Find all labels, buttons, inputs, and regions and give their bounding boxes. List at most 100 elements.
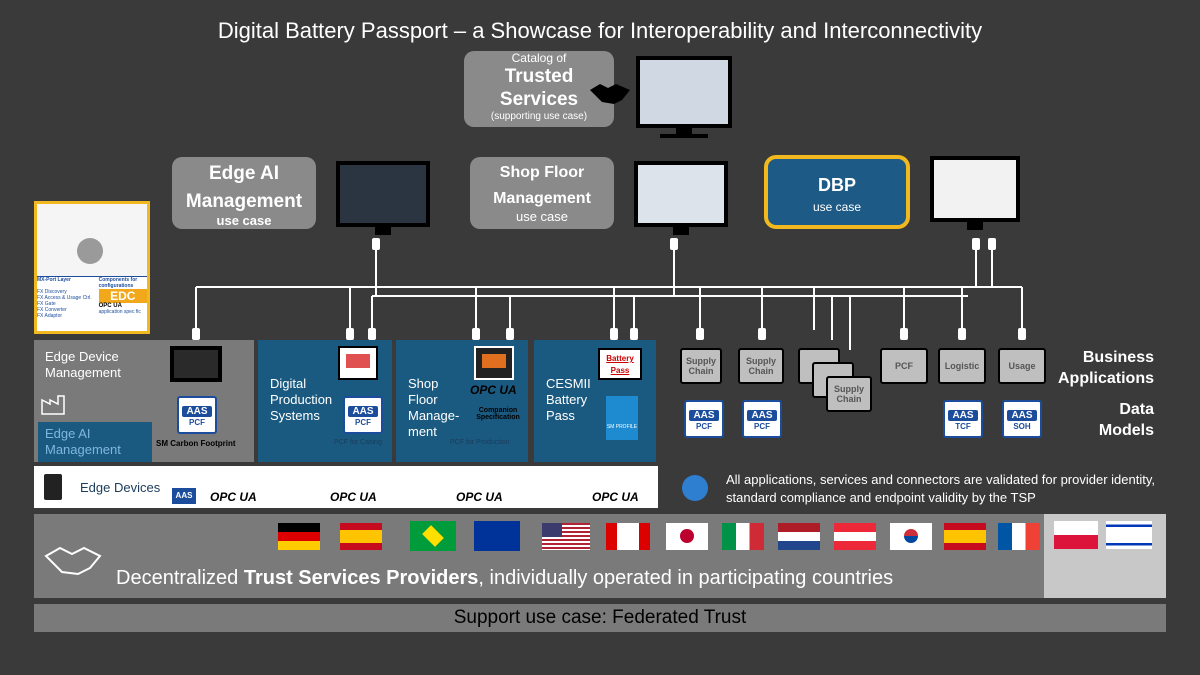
verified-badge-icon (682, 475, 708, 501)
aas-pcf: PCF (696, 422, 712, 431)
app-usage[interactable]: Usage (998, 348, 1046, 384)
edge-ai-mgmt-label: Edge AI Management (45, 426, 121, 457)
companion-spec: Companion Specification (476, 407, 520, 421)
edc-header-right: Components for configurations (98, 277, 138, 289)
battery-pass-line2: Pass (610, 366, 630, 375)
aas-tcf: TCF (955, 422, 971, 431)
flag-spain-icon (944, 523, 986, 550)
monitor-stand (673, 227, 689, 235)
connector-plug (472, 328, 480, 340)
aas-logo: AAS (1007, 410, 1037, 421)
edge-ai-box[interactable]: Edge AI Management use case (172, 157, 316, 229)
pcf-casing: PCF for Casing (334, 439, 382, 446)
edc-row: FX Gate (37, 301, 56, 307)
device-icon (338, 346, 378, 380)
flag-south-korea-icon (890, 523, 932, 550)
business-line2: Applications (1057, 370, 1154, 387)
catalog-line4: (supporting use case) (490, 111, 588, 122)
shop-floor-box[interactable]: Shop Floor Management use case (470, 157, 614, 229)
dbp-monitor (930, 156, 1020, 222)
shop-floor-monitor (634, 161, 728, 227)
flag-poland-icon (1054, 521, 1098, 549)
catalog-line1: Catalog of (511, 51, 567, 65)
flag-brazil-icon (410, 521, 456, 551)
trust-pre: Decentralized (116, 567, 244, 589)
pcf-production: PCF for Production (450, 439, 510, 446)
device-icon (474, 346, 514, 380)
edge-devices-label: Edge Devices (80, 480, 161, 495)
arrow-updown-icon (77, 238, 103, 264)
connector-plug (610, 328, 618, 340)
flag-france-icon (998, 523, 1040, 550)
business-line1: Business (1082, 349, 1154, 366)
edc-row: FX Converter (37, 307, 67, 313)
handshake-icon (590, 84, 630, 104)
edc-label: EDC (98, 289, 147, 303)
edc-table-top (37, 204, 147, 276)
flag-usa-icon (542, 523, 590, 550)
opc-ua-logo: OPC UA (210, 490, 257, 504)
flag-eu-icon (474, 521, 520, 551)
shop-line1: Shop Floor (499, 164, 585, 181)
flag-spain-icon (340, 523, 382, 550)
support-bar: Support use case: Federated Trust (34, 604, 1166, 632)
edge-ai-line2: Management (185, 191, 303, 212)
edge-ai-line1: Edge AI (208, 163, 280, 184)
catalog-monitor (636, 56, 732, 128)
edge-devices-bar (34, 466, 658, 508)
flag-austria-icon (834, 523, 876, 550)
opc-ua-logo: OPC UA (456, 490, 503, 504)
cesmii-label: CESMII Battery Pass (546, 376, 591, 423)
aas-logo: AAS (747, 410, 777, 421)
catalog-line3: Services (499, 89, 579, 110)
app-label: Supply (745, 356, 776, 366)
edc-row: FX Discovery (37, 289, 67, 295)
connector-plug (372, 238, 380, 250)
app-label: Chain (748, 366, 774, 376)
aas-logo: AAS (348, 406, 378, 417)
page-title: Digital Battery Passport – a Showcase fo… (217, 18, 983, 43)
shop-floor-column-label: Shop Floor Manage-ment (408, 376, 460, 439)
monitor-stand (375, 227, 391, 235)
sm-profile-icon: SM PROFILE (606, 396, 638, 440)
catalog-box[interactable]: Catalog of Trusted Services (supporting … (464, 51, 614, 127)
edc-row: FX Access & Usage Ctrl. (37, 295, 92, 301)
shop-line2: Management (493, 190, 591, 207)
trust-text: Decentralized Trust Services Providers, … (116, 567, 893, 590)
flag-israel-icon (1106, 521, 1152, 549)
edc-header-left: MX-Port Layer (37, 277, 71, 283)
connector-plug (670, 238, 678, 250)
digital-production-label: Digital Production Systems (270, 376, 333, 423)
dbp-box[interactable]: DBP use case (764, 155, 910, 229)
aas-pcf: PCF (754, 422, 770, 431)
aas-soh: SOH (1013, 422, 1031, 431)
catalog-line2: Trusted (504, 66, 574, 87)
edge-device-mgmt-label: Edge Device Management (45, 349, 121, 380)
connector-plug (192, 328, 200, 340)
dbp-line1: DBP (817, 175, 856, 195)
flag-canada-icon (606, 523, 650, 550)
flag-japan-icon (666, 523, 708, 550)
app-logistic[interactable]: Logistic (938, 348, 986, 384)
connector-plug (988, 238, 996, 250)
aas-pcf-model: AAS PCF (343, 396, 383, 434)
connector-plug (972, 238, 980, 250)
edc-row: FX Adaptor (37, 313, 63, 319)
opc-ua-logo: OPC UA (470, 383, 517, 397)
data-models-label: Data Models (1040, 399, 1154, 441)
app-label: Chain (836, 394, 862, 404)
app-pcf[interactable]: PCF (880, 348, 928, 384)
trust-bold: Trust Services Providers (243, 567, 479, 589)
aas-pcf-model: AAS PCF (177, 396, 217, 434)
data-line1: Data (1119, 401, 1154, 418)
validation-note: All applications, services and connector… (726, 472, 1155, 505)
aas-small-logo: AAS (172, 488, 196, 504)
opc-ua-mini: OPC UA (98, 303, 122, 309)
connector-plug (506, 328, 514, 340)
